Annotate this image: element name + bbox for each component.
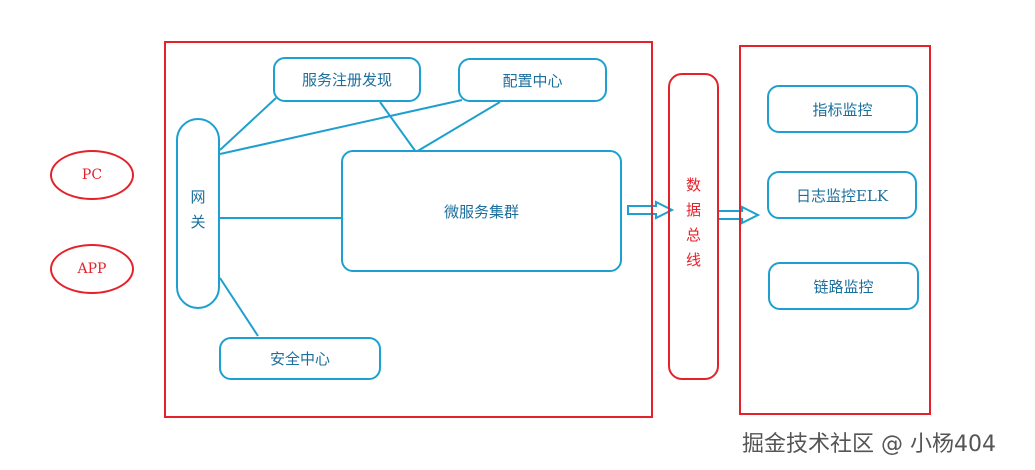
logs-label: 日志监控ELK (795, 186, 889, 205)
gateway-registry-link (219, 97, 277, 151)
client-app: APP (50, 244, 134, 294)
config-box: 配置中心 (458, 58, 607, 102)
config-cluster-link (415, 101, 501, 153)
gateway-label: 网关 (188, 188, 207, 239)
gateway-config-link (219, 99, 463, 155)
client-pc: PC (50, 150, 134, 200)
security-label: 安全中心 (269, 350, 330, 368)
config-label: 配置中心 (502, 71, 563, 90)
client-pc-label: PC (81, 167, 103, 183)
monitoring-frame (739, 45, 931, 415)
client-app-label: APP (77, 261, 107, 277)
cluster-to-bus-arrow (627, 200, 675, 220)
metrics-label: 指标监控 (812, 100, 873, 119)
gateway-box: 网关 (176, 118, 220, 309)
registry-box: 服务注册发现 (273, 57, 421, 102)
bus-to-monitoring-arrow (717, 205, 761, 225)
registry-cluster-link (379, 101, 417, 153)
registry-label: 服务注册发现 (301, 71, 392, 89)
watermark-text: 掘金技术社区 @ 小杨404 (742, 432, 996, 457)
metrics-box: 指标监控 (767, 85, 918, 133)
tracing-box: 链路监控 (768, 262, 919, 310)
cluster-label: 微服务集群 (443, 202, 519, 221)
security-box: 安全中心 (219, 337, 381, 380)
system-frame (164, 41, 653, 418)
logs-box: 日志监控ELK (767, 171, 917, 219)
data-bus: 数据总线 (668, 73, 719, 380)
tracing-label: 链路监控 (813, 277, 874, 296)
gateway-security-link (219, 277, 259, 337)
data-bus-label: 数据总线 (684, 176, 702, 277)
cluster-box: 微服务集群 (341, 150, 622, 272)
